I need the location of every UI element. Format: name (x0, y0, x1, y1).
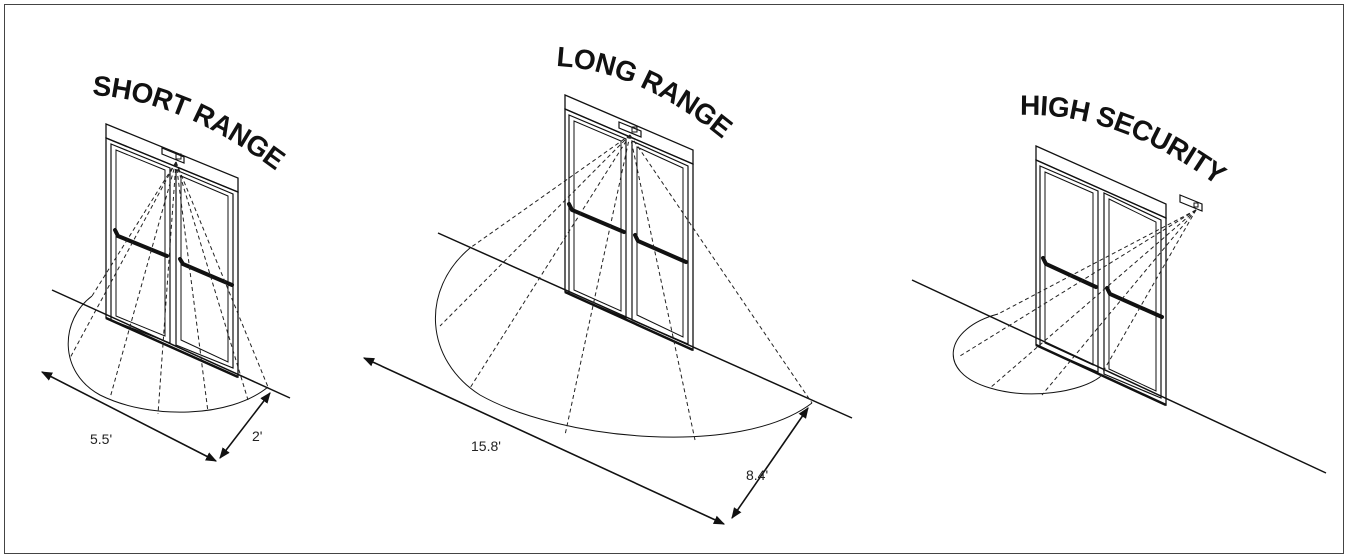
detection-zone (952, 209, 1197, 396)
detection-zone (434, 134, 813, 441)
panel-title-high-security: HIGH SECURITY (1020, 90, 1232, 191)
dimension-arrow-depth (731, 407, 809, 519)
push-bar-right (633, 233, 688, 264)
push-bar-left (113, 228, 169, 258)
sensor-unit (161, 147, 185, 164)
floor-line (51, 289, 291, 399)
panel-title-long-range: LONG RANGE (555, 41, 737, 144)
dimension-arrow-width (41, 371, 217, 462)
push-bar-left (1041, 256, 1098, 289)
dimension-arrow-width (362, 357, 726, 525)
panel-long-range: LONG RANGE (362, 41, 853, 525)
sensor-unit (1179, 194, 1203, 212)
double-door (1035, 144, 1167, 407)
panel-short-range: SHORT RANGE (41, 70, 291, 462)
push-bar-right (1105, 286, 1164, 319)
sensor-unit (618, 121, 642, 138)
floor-line (911, 279, 1327, 474)
panel-title-short-range: SHORT RANGE (91, 70, 290, 176)
dimension-label-width: 5.5' (90, 431, 112, 447)
double-door (564, 94, 694, 352)
push-bar-right (178, 257, 234, 287)
double-door (105, 123, 239, 379)
dimension-label-depth: 2' (252, 428, 262, 444)
dimension-label-depth: 8.4' (746, 467, 768, 483)
dimension-label-width: 15.8' (471, 438, 501, 454)
dimension-arrow-depth (219, 392, 271, 459)
push-bar-left (567, 202, 626, 234)
panel-high-security: HIGH SECURITY (911, 90, 1327, 474)
